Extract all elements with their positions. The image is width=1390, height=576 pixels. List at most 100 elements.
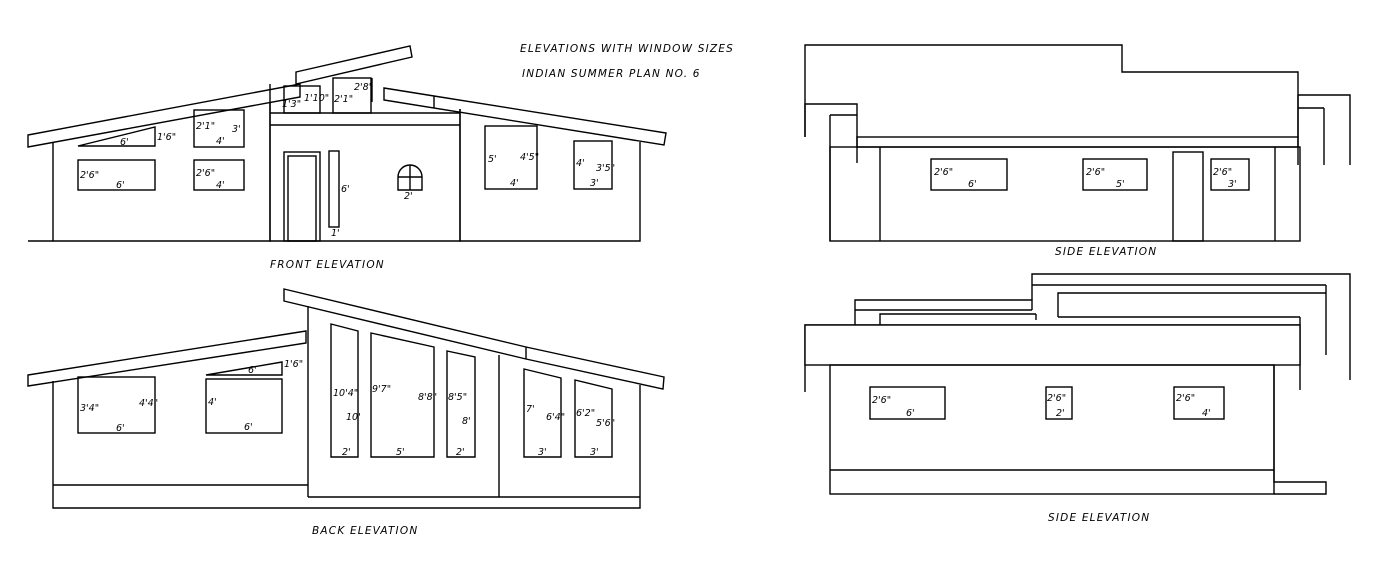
back-window-5 bbox=[370, 332, 435, 458]
front-elevation: 1'6" 6' 2'1" 3' 4' 2'6" 6' 2'6" 4' 1'3" … bbox=[27, 45, 667, 271]
dim-label: 1' bbox=[331, 228, 340, 239]
back-window-3 bbox=[205, 361, 283, 376]
dim-label: 4' bbox=[576, 158, 585, 169]
back-window-6 bbox=[446, 350, 476, 458]
back-left-roof bbox=[27, 330, 307, 387]
side2-elevation-title: SIDE ELEVATION bbox=[1048, 512, 1150, 524]
back-elevation: 3'4" 4'4" 6' 4' 6' 6' 1'6" 10'4" 10' 2' … bbox=[27, 288, 665, 537]
dim-label: 6' bbox=[244, 422, 253, 433]
dim-label: 6'2" bbox=[576, 408, 595, 419]
front-right-wall bbox=[459, 109, 641, 242]
dim-label: 1'6" bbox=[284, 359, 303, 370]
side2-fascia bbox=[804, 324, 1301, 366]
side2-wall bbox=[829, 364, 1275, 495]
front-window-1 bbox=[77, 126, 156, 147]
side1-fascia bbox=[856, 136, 1299, 148]
side2-window-3 bbox=[1173, 386, 1225, 420]
front-center-wall bbox=[269, 102, 461, 242]
dim-label: 4' bbox=[208, 397, 217, 408]
side1-door bbox=[1172, 151, 1204, 242]
dim-label: 2'6" bbox=[80, 170, 99, 181]
back-left-wall bbox=[52, 381, 641, 509]
dim-label: 3'5" bbox=[596, 163, 615, 174]
front-window-2 bbox=[193, 109, 245, 148]
dim-label: 4' bbox=[510, 178, 519, 189]
front-door bbox=[283, 151, 321, 242]
dim-label: 2'6" bbox=[1086, 167, 1105, 178]
dim-label: 2'6" bbox=[1047, 393, 1066, 404]
dim-label: 3' bbox=[1228, 179, 1237, 190]
dim-label: 8'8" bbox=[418, 392, 437, 403]
side1-elevation-title: SIDE ELEVATION bbox=[1055, 246, 1157, 258]
side1-window-3 bbox=[1210, 158, 1250, 191]
dim-label: 6' bbox=[120, 137, 129, 148]
dim-label: 6' bbox=[968, 179, 977, 190]
back-window-4 bbox=[330, 323, 359, 458]
dim-label: 6' bbox=[248, 365, 257, 376]
back-window-7 bbox=[523, 368, 562, 458]
dim-label: 7' bbox=[526, 404, 535, 415]
side1-window-2 bbox=[1082, 158, 1148, 191]
side1-window-1 bbox=[930, 158, 1008, 191]
dim-label: 3' bbox=[590, 447, 599, 458]
dim-label: 2'8" bbox=[354, 82, 373, 93]
dim-label: 8'5" bbox=[448, 392, 467, 403]
plan-name: INDIAN SUMMER PLAN NO. 6 bbox=[522, 68, 701, 80]
side2-window-1 bbox=[869, 386, 946, 420]
front-window-7 bbox=[484, 125, 538, 190]
dim-label: 3' bbox=[232, 124, 241, 135]
dim-label: 2'6" bbox=[934, 167, 953, 178]
dim-label: 3'4" bbox=[80, 403, 99, 414]
dim-label: 6' bbox=[341, 184, 350, 195]
front-upper-roof bbox=[295, 45, 413, 85]
dim-label: 2' bbox=[342, 447, 351, 458]
dim-label: 9'7" bbox=[372, 384, 391, 395]
side-elevation-2: 2'6" 6' 2'6" 2' 2'6" 4' SIDE ELEVATION bbox=[804, 273, 1351, 524]
dim-label: 5' bbox=[488, 154, 497, 165]
back-elevation-title: BACK ELEVATION bbox=[312, 525, 418, 537]
back-window-2 bbox=[205, 378, 283, 434]
dim-label: 4' bbox=[1202, 408, 1211, 419]
dim-label: 4' bbox=[216, 180, 225, 191]
dim-label: 2' bbox=[1056, 408, 1065, 419]
front-window-4 bbox=[193, 159, 245, 191]
back-window-1 bbox=[77, 376, 156, 434]
front-window-3 bbox=[77, 159, 156, 191]
dim-label: 5' bbox=[1116, 179, 1125, 190]
front-window-5 bbox=[283, 85, 321, 114]
dim-label: 6' bbox=[906, 408, 915, 419]
dim-label: 6' bbox=[116, 180, 125, 191]
dim-label: 5' bbox=[396, 447, 405, 458]
front-sidelight bbox=[328, 150, 340, 228]
dim-label: 2' bbox=[456, 447, 465, 458]
side-elevation-1: 2'6" 6' 2'6" 5' 2'6" 3' SIDE ELEVATION bbox=[804, 44, 1351, 258]
dim-label: 10' bbox=[346, 412, 361, 423]
dim-label: 2'6" bbox=[1176, 393, 1195, 404]
front-window-8 bbox=[573, 140, 613, 190]
dim-label: 2'6" bbox=[1213, 167, 1232, 178]
dim-label: 4'4" bbox=[139, 398, 158, 409]
dim-label: 6'4" bbox=[546, 412, 565, 423]
side2-window-2 bbox=[1045, 386, 1073, 420]
front-right-roof bbox=[383, 87, 667, 146]
dim-label: 8' bbox=[462, 416, 471, 427]
dim-label: 2'6" bbox=[196, 168, 215, 179]
front-left-roof bbox=[27, 83, 301, 148]
dim-label: 10'4" bbox=[333, 388, 358, 399]
dim-label: 1'10" bbox=[304, 93, 329, 104]
dim-label: 2'1" bbox=[334, 94, 353, 105]
dim-label: 2'6" bbox=[872, 395, 891, 406]
dim-label: 3' bbox=[538, 447, 547, 458]
front-window-6 bbox=[332, 77, 372, 114]
back-window-8 bbox=[574, 379, 613, 458]
dim-label: 5'6" bbox=[596, 418, 615, 429]
dim-label: 1'3" bbox=[282, 99, 301, 110]
front-elevation-title: FRONT ELEVATION bbox=[270, 259, 385, 271]
dim-label: 2'1" bbox=[196, 121, 215, 132]
dim-label: 2' bbox=[404, 191, 413, 202]
dim-label: 3' bbox=[590, 178, 599, 189]
dim-label: 6' bbox=[116, 423, 125, 434]
sheet-title: ELEVATIONS WITH WINDOW SIZES bbox=[520, 43, 734, 55]
side1-wall bbox=[829, 146, 1301, 242]
